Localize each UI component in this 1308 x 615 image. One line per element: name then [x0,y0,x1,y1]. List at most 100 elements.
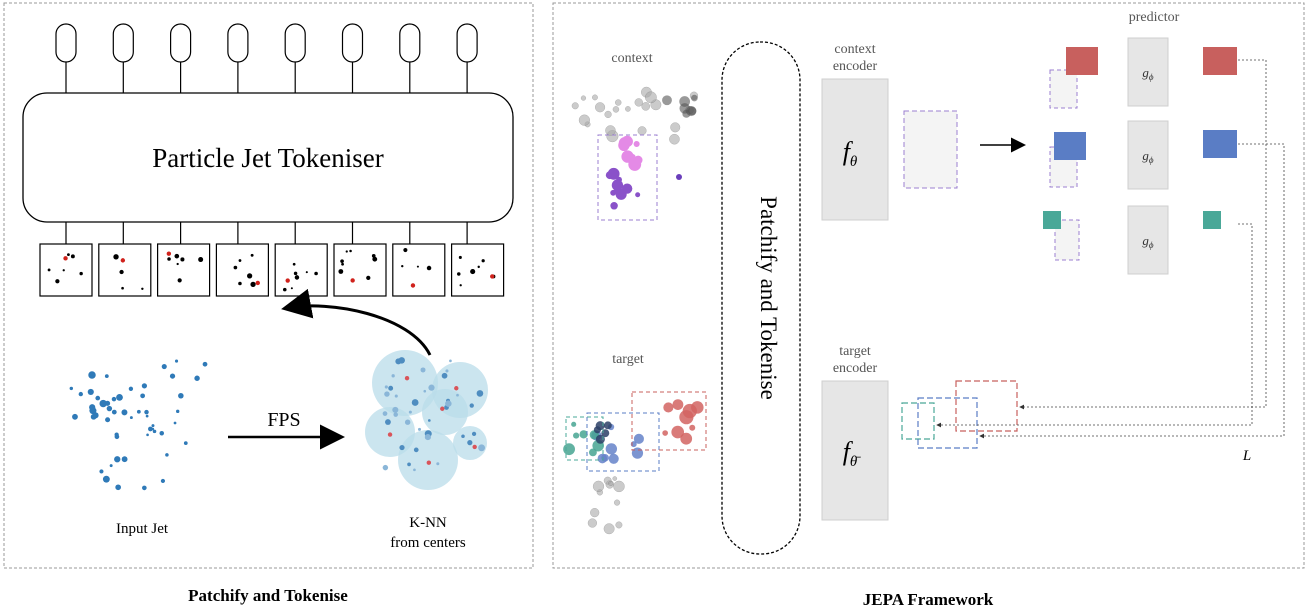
knn-to-patches-arrow [281,288,432,356]
patch-token [157,243,211,297]
context-encoder-label-line2: encoder [833,59,878,74]
knn-particle [413,468,416,472]
knn-particle [449,359,452,363]
predictor-mask-token [1043,211,1061,229]
target-box-teal [565,416,604,461]
context-pink-particle [629,154,636,160]
predictor-block [1127,120,1169,190]
knn-particle [456,393,459,397]
target-dark-particle [603,421,612,430]
patch-point [481,259,485,263]
context-gray-particle [634,98,643,107]
right-caption: JEPA Framework [863,590,994,609]
jet-particle [145,414,149,418]
target-scatter [563,399,704,535]
jet-particle [111,409,117,415]
knn-particle [427,419,431,422]
loss-line-teal [936,223,1253,428]
patch-point [372,256,378,262]
patch-point [238,281,242,286]
input-connectors [65,222,468,244]
jet-particle [140,393,146,399]
knn-particle [395,358,402,365]
target-label: target [612,352,644,367]
target-teal-particle [571,421,577,427]
target-red-particle [671,425,685,439]
target-gray-particle [615,521,623,529]
input-jet-label: Input Jet [116,521,169,537]
patch-point [457,272,461,276]
patch-token [215,243,269,297]
knn-particle [478,444,486,452]
jet-particle [88,371,96,379]
context-gray-particle [625,106,631,112]
patch-point [70,254,75,259]
patch-point [426,265,432,271]
patch-point [345,250,348,253]
patch-point [177,278,182,283]
patch-point [67,253,70,257]
jet-particle [116,394,123,401]
knn-particle [413,447,419,453]
jet-particle [121,409,128,416]
patch-point [167,257,171,261]
knn-particle [441,372,448,379]
jet-particle [104,374,109,379]
patch-point [477,265,480,269]
jet-particle [144,409,149,415]
context-gray-particle [578,114,591,126]
knn-particle [411,399,419,406]
jet-particle [148,426,153,432]
knn-particle [461,434,465,438]
output-port [341,23,364,63]
patch-center-point [285,278,290,283]
jet-particle [129,416,133,420]
context-embedding [903,110,958,189]
jet-particle [95,395,101,401]
jet-particle [89,404,96,411]
predicted-embedding [1203,47,1237,75]
predictor-mask-token [1054,132,1086,160]
target-box-blue [586,412,660,472]
knn-center [404,375,410,381]
patch-point [470,269,476,275]
jet-particle [105,417,111,423]
patch-point [176,262,179,266]
target-teal-particle [563,443,575,456]
patch-token [274,243,328,297]
context-encoder-fn: fθ [843,137,858,170]
knn-cluster-scatter [365,350,488,490]
output-port [284,23,306,63]
patch-point [292,262,296,266]
knn-particle [417,427,422,431]
target-teal-particle [573,432,580,439]
predictor-fn: gϕ [1142,148,1154,165]
context-gray-particle [612,106,620,113]
target-dark-particle [595,421,605,431]
knn-label-line2: from centers [390,535,466,551]
output-port [112,23,134,63]
target-gray-particle [613,480,625,493]
jet-particle [178,393,184,399]
patch-point [403,247,408,253]
jet-particle [169,373,176,379]
patch-point [290,287,293,290]
patch-point [416,265,419,268]
jet-particle [146,433,149,437]
predicted-embedding [1203,130,1237,158]
left-panel-frame [3,2,534,569]
knn-particle [399,444,405,451]
patch-center-point [120,258,126,263]
knn-particle [445,369,449,373]
predicted-embedding [1203,211,1221,229]
output-port [227,23,249,63]
jet-particle [102,475,110,483]
jet-particle [109,464,113,468]
jet-particle [99,469,104,474]
jet-particle [176,409,180,414]
knn-particle [393,412,398,417]
patch-tokens [39,243,505,297]
knn-particle [384,391,390,397]
